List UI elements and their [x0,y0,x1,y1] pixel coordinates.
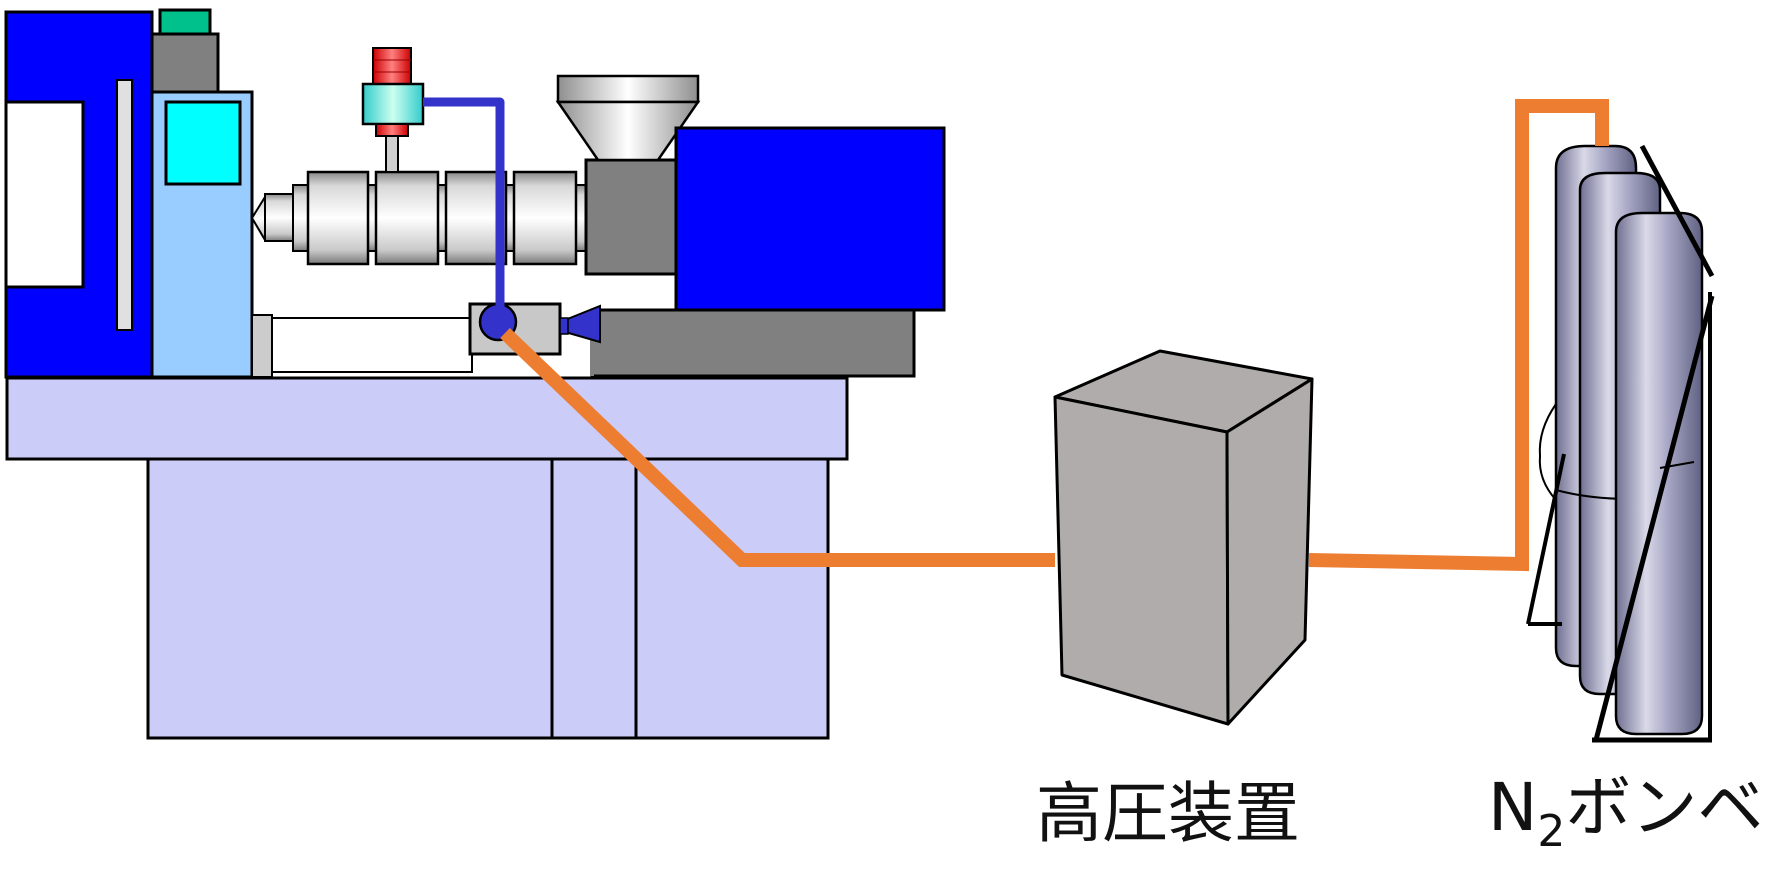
n2-cylinder-rack [1526,144,1715,743]
injection-signal-line [423,97,505,318]
n2-label-prefix: N [1488,769,1537,846]
n2-label-suffix: ボンベ [1565,769,1763,846]
machine-base [5,376,849,740]
gas-injection-valve [468,302,601,356]
clamping-unit [4,8,473,379]
n2-label-subscript: 2 [1537,806,1565,857]
hopper [555,74,701,162]
shutoff-valve-actuator [361,47,425,173]
n2-cylinder-label: N2ボンベ [1488,769,1763,857]
high-pressure-unit-label: 高圧装置 [1036,775,1300,852]
n2-gas-line [500,327,1055,567]
n2-gas-line-to-cylinder [1308,99,1609,572]
injection-unit [250,74,946,378]
high-pressure-unit [1053,349,1314,726]
